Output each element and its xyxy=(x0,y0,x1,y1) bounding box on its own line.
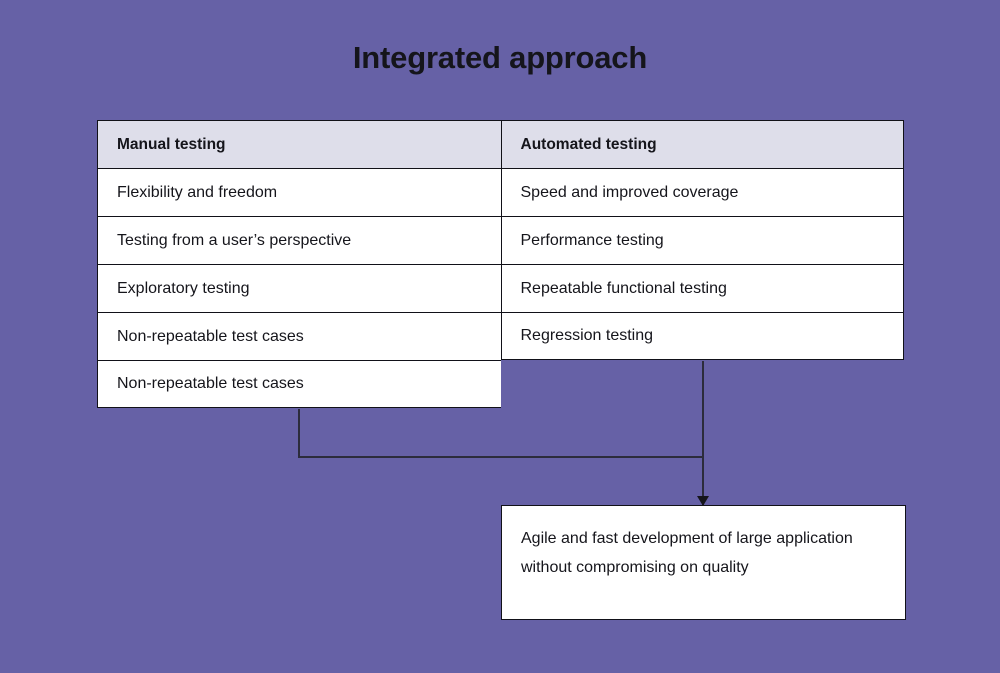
column-header-automated-testing: Automated testing xyxy=(500,120,904,168)
cell-manual-5: Non-repeatable test cases xyxy=(97,360,501,408)
cell-manual-3: Exploratory testing xyxy=(97,264,501,312)
cell-manual-2: Testing from a user’s perspective xyxy=(97,216,501,264)
outcome-box: Agile and fast development of large appl… xyxy=(501,505,906,620)
cell-manual-1: Flexibility and freedom xyxy=(97,168,501,216)
cell-manual-4: Non-repeatable test cases xyxy=(97,312,501,360)
table-row: Flexibility and freedom Speed and improv… xyxy=(97,168,904,216)
table-row: Non-repeatable test cases xyxy=(97,360,904,408)
arrow-down-icon xyxy=(697,496,709,506)
connector-automated-branch-vertical xyxy=(702,361,704,505)
table-header-row: Manual testing Automated testing xyxy=(97,120,904,168)
cell-automated-4: Regression testing xyxy=(500,312,904,360)
table-row: Exploratory testing Repeatable functiona… xyxy=(97,264,904,312)
connector-manual-branch-vertical xyxy=(298,409,300,458)
cell-automated-2: Performance testing xyxy=(500,216,904,264)
table-row: Testing from a user’s perspective Perfor… xyxy=(97,216,904,264)
column-header-manual-testing: Manual testing xyxy=(97,120,501,168)
page-title: Integrated approach xyxy=(352,40,648,75)
cell-automated-1: Speed and improved coverage xyxy=(500,168,904,216)
connector-merge-horizontal xyxy=(298,456,704,458)
table-row: Non-repeatable test cases Regression tes… xyxy=(97,312,904,360)
cell-automated-3: Repeatable functional testing xyxy=(500,264,904,312)
comparison-table: Manual testing Automated testing Flexibi… xyxy=(97,120,904,408)
